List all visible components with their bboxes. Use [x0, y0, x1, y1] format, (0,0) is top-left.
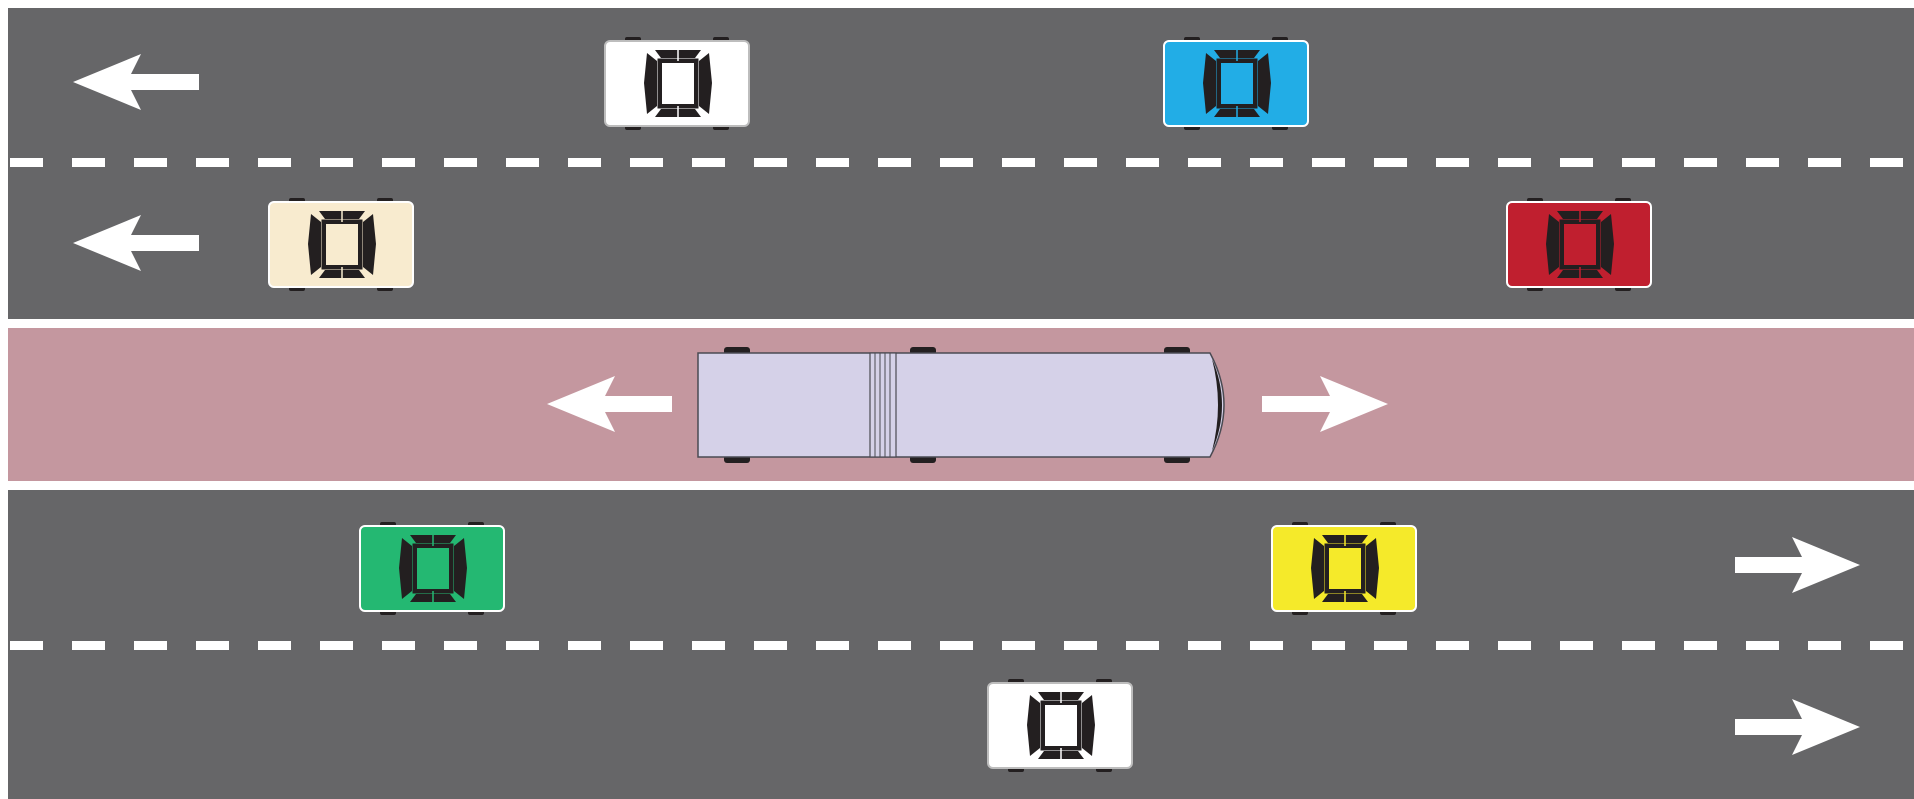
car-cream: [269, 198, 413, 291]
roof: [662, 63, 694, 104]
bus-body: [698, 353, 1224, 457]
roof: [1564, 224, 1596, 265]
bus-articulation: [870, 353, 896, 457]
roof: [1045, 705, 1077, 746]
bus: [698, 347, 1224, 463]
car-green: [360, 522, 504, 615]
car-yellow: [1272, 522, 1416, 615]
car-white-2: [988, 679, 1132, 772]
solid-line-top: [8, 319, 1914, 328]
car-red: [1507, 198, 1651, 291]
solid-line-bottom: [8, 481, 1914, 490]
car-white-1: [605, 37, 749, 130]
roof: [1329, 548, 1361, 589]
car-blue: [1164, 37, 1308, 130]
roof: [417, 548, 449, 589]
roof: [1221, 63, 1253, 104]
roof: [326, 224, 358, 265]
